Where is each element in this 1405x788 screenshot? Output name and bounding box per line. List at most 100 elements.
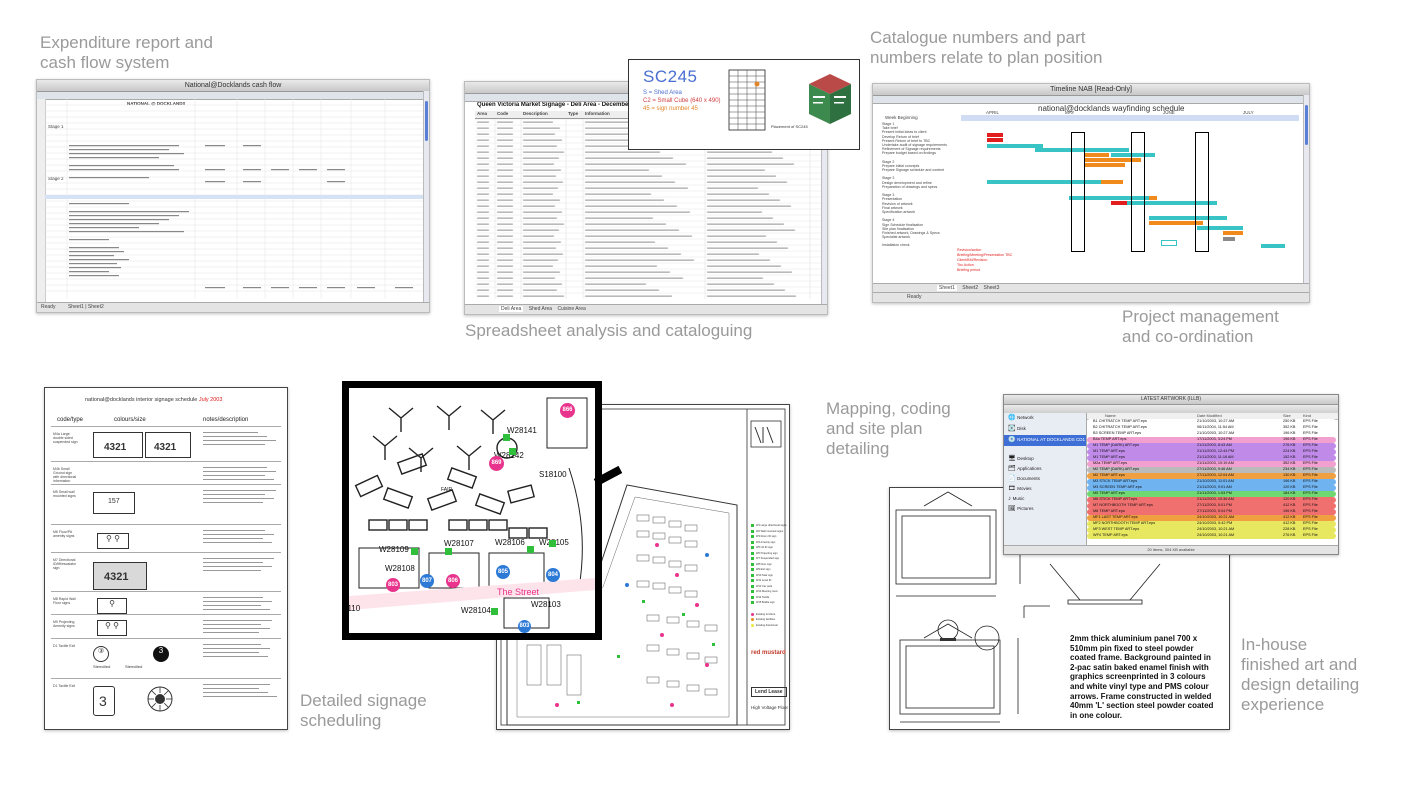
schedule-title-text: national@docklands interior signage sche… [85, 397, 198, 403]
gantt-bar [1085, 153, 1109, 157]
tab-sheet1[interactable]: Sheet1 [937, 285, 957, 291]
sign-number: 4321 [104, 442, 127, 453]
finder-window: LATEST ARTWORK (ILLB) 🌐 Network💽 Disk💿 N… [1003, 394, 1339, 555]
legend-text: W3 Room ID sign [756, 535, 777, 538]
sign-marker-804[interactable]: 804 [546, 568, 560, 582]
legend-entry: W3 Room ID sign [751, 534, 787, 540]
col-size[interactable]: Size [1283, 413, 1291, 418]
col-name[interactable]: Name [1105, 413, 1116, 418]
schedule-code: M4a Large double sided suspended sign [53, 432, 78, 444]
schedule-note-line [203, 494, 265, 495]
sign-marker-869[interactable]: 869 [489, 456, 504, 471]
tab-sheet3[interactable]: Sheet3 [983, 285, 1000, 291]
signage-sheet-tabs[interactable]: Deli Area Shed Area Cuisine Area [465, 304, 827, 314]
sign-code-label: W28103 [531, 600, 561, 609]
schedule-code: M9 Projecting Amenity signs [53, 620, 75, 628]
finder-sidebar-item[interactable]: 🖥 Desktop [1004, 454, 1086, 464]
sign-marker-807[interactable]: 807 [420, 574, 434, 588]
tab-shed-area[interactable]: Shed Area [528, 306, 553, 312]
finder-sidebar-item[interactable]: 🎞 Movies [1004, 484, 1086, 494]
cashflow-scrollbar[interactable] [423, 91, 429, 303]
month-may: MAY [1065, 110, 1075, 115]
cashflow-formula-bar[interactable] [37, 92, 429, 100]
legend-entry: W14 Tactile [751, 595, 787, 601]
placement-label: Placement of SC245 [771, 124, 808, 129]
file-kind: EPS File [1303, 533, 1318, 537]
gantt-bar [1111, 201, 1127, 205]
legend-text: Existing facilities [756, 618, 776, 621]
desktop-icon: 🖥 [1008, 456, 1018, 462]
file-kind: EPS File [1303, 515, 1318, 519]
tab-cuisine-area[interactable]: Cuisine Area [557, 306, 586, 312]
file-size: 412 KB [1283, 503, 1296, 507]
col-kind[interactable]: Kind [1303, 413, 1312, 418]
legend-text: W4 Amenity sign [756, 540, 776, 544]
finder-sidebar-item[interactable]: 📄 Documents [1004, 474, 1086, 484]
tab-sheet2[interactable]: Sheet2 [962, 285, 979, 291]
schedule-row [51, 638, 281, 639]
finder-sidebar-item[interactable]: 🖼 Pictures [1004, 504, 1086, 514]
disk-icon: 💽 [1008, 426, 1018, 432]
file-date: 21/11/2003, 11:16 AM [1197, 455, 1234, 459]
schedule-note-line [203, 502, 263, 503]
sign-marker-866[interactable]: 866 [560, 403, 575, 418]
legend-line-2: C2 = Small Cube (640 x 490) [643, 98, 721, 104]
finder-sidebar-item[interactable]: ♪ Music [1004, 494, 1086, 504]
cashflow-sheet-tabs[interactable]: Ready Sheet1 | Sheet2 [37, 302, 429, 312]
gantt-bar [1101, 180, 1123, 184]
task-label: Take brief [882, 126, 898, 131]
timeline-sheet-tabs[interactable]: Sheet1 Sheet2 Sheet3 [873, 283, 1309, 293]
sign-marker-803a[interactable]: 803 [386, 578, 400, 592]
finder-sidebar-item[interactable]: 🌐 Network [1004, 413, 1086, 424]
file-kind: EPS File [1303, 461, 1318, 465]
finder-sidebar-item[interactable]: 🗂 Applications [1004, 464, 1086, 474]
finder-sidebar-item[interactable]: 💿 NATIONAL AT DOCKLANDS CD1 [1004, 435, 1086, 446]
sign-marker-805[interactable]: 805 [496, 565, 510, 579]
finder-file-row[interactable]: MF2 NORTHBOOTH TEMP ART.eps 24/10/2003, 5… [1087, 521, 1336, 527]
legend-text: W6 Projecting sign [756, 551, 778, 555]
schedule-note-line [203, 436, 267, 437]
sign-marker-803b[interactable]: 803 [518, 620, 531, 633]
tab-sheet1[interactable]: Sheet1 [67, 304, 84, 310]
sign-location-marker [527, 546, 534, 553]
tab-sheet2[interactable]: Sheet2 [87, 304, 104, 310]
timeline-scrollbar[interactable] [1303, 95, 1309, 293]
task-label: Sign Schedule finalisation [882, 222, 924, 227]
file-kind: EPS File [1303, 455, 1318, 459]
finder-sidebar-label: NATIONAL AT DOCKLANDS CD1 [1017, 437, 1085, 442]
task-label: Prepare initial concepts [882, 163, 920, 168]
col-date-modified[interactable]: Date Modified [1197, 413, 1222, 418]
task-label: Present initial ideas to client [882, 130, 927, 135]
month-june: JUNE [1163, 110, 1175, 115]
legend-entry: Existing directional [751, 623, 787, 629]
sign-marker-806[interactable]: 806 [446, 574, 460, 588]
finder-sidebar-item[interactable]: 💽 Disk [1004, 424, 1086, 435]
timeline-formula-bar[interactable] [873, 96, 1309, 104]
tab-deli-area[interactable]: Deli Area [499, 306, 524, 312]
file-name: MF2 NORTHBOOTH TEMP ART.eps [1093, 521, 1156, 525]
file-name: M3 STICK TEMP ART.eps [1093, 479, 1138, 483]
gantt-bar [1261, 244, 1285, 248]
task-label: Stage 2 [882, 159, 895, 164]
file-date: 24/10/2003, 5:42 PM [1197, 521, 1233, 525]
